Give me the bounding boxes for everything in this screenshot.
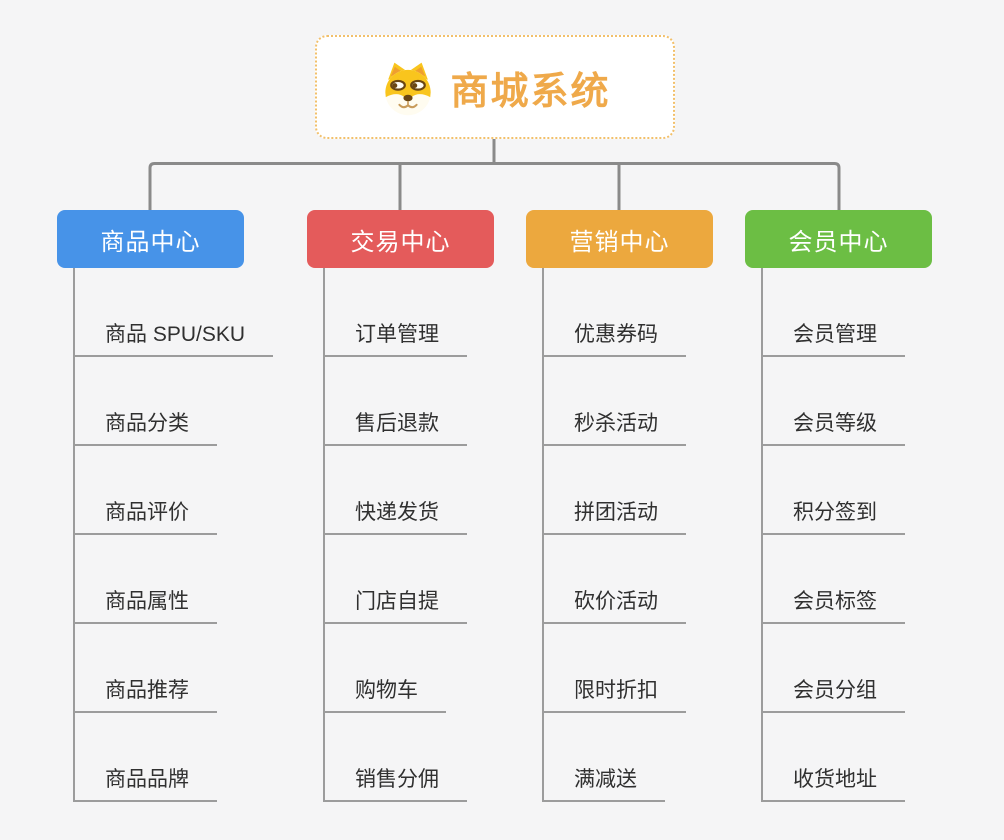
leaf-node[interactable]: 商品推荐 <box>73 674 217 713</box>
leaf-row: 优惠券码 <box>542 268 766 357</box>
leaf-row: 销售分佣 <box>323 713 547 802</box>
leaf-row: 商品属性 <box>73 535 297 624</box>
leaf-node[interactable]: 快递发货 <box>323 496 467 535</box>
leaf-node[interactable]: 商品属性 <box>73 585 217 624</box>
branch-header-marketing-center[interactable]: 营销中心 <box>526 210 713 268</box>
leaf-row: 商品分类 <box>73 357 297 446</box>
branch-trunk-line <box>761 268 763 800</box>
leaf-node[interactable]: 商品分类 <box>73 407 217 446</box>
leaf-row: 商品品牌 <box>73 713 297 802</box>
leaf-node[interactable]: 优惠券码 <box>542 318 686 357</box>
leaf-row: 会员等级 <box>761 357 985 446</box>
leaf-node[interactable]: 会员标签 <box>761 585 905 624</box>
leaf-node[interactable]: 购物车 <box>323 674 446 713</box>
leaf-row: 秒杀活动 <box>542 357 766 446</box>
branch-trunk-line <box>73 268 75 800</box>
branch-product-center: 商品中心 商品 SPU/SKU 商品分类 商品评价 商品属性 商品推荐 商品品牌 <box>57 210 297 802</box>
leaf-node[interactable]: 销售分佣 <box>323 763 467 802</box>
leaf-node[interactable]: 售后退款 <box>323 407 467 446</box>
leaf-node[interactable]: 商品品牌 <box>73 763 217 802</box>
leaf-node[interactable]: 订单管理 <box>323 318 467 357</box>
leaf-row: 商品 SPU/SKU <box>73 268 297 357</box>
leaf-row: 限时折扣 <box>542 624 766 713</box>
leaf-row: 积分签到 <box>761 446 985 535</box>
leaf-row: 收货地址 <box>761 713 985 802</box>
leaf-row: 门店自提 <box>323 535 547 624</box>
leaf-row: 订单管理 <box>323 268 547 357</box>
leaf-row: 拼团活动 <box>542 446 766 535</box>
leaf-row: 快递发货 <box>323 446 547 535</box>
leaf-node[interactable]: 会员管理 <box>761 318 905 357</box>
root-node[interactable]: 商城系统 <box>315 35 675 139</box>
leaf-node[interactable]: 商品 SPU/SKU <box>73 318 274 357</box>
leaf-row: 砍价活动 <box>542 535 766 624</box>
branch-marketing-center: 营销中心 优惠券码 秒杀活动 拼团活动 砍价活动 限时折扣 满减送 <box>526 210 766 802</box>
leaf-row: 满减送 <box>542 713 766 802</box>
leaf-node[interactable]: 砍价活动 <box>542 585 686 624</box>
leaf-node[interactable]: 秒杀活动 <box>542 407 686 446</box>
leaf-node[interactable]: 积分签到 <box>761 496 905 535</box>
leaf-node[interactable]: 门店自提 <box>323 585 467 624</box>
branch-header-product-center[interactable]: 商品中心 <box>57 210 244 268</box>
leaf-row: 售后退款 <box>323 357 547 446</box>
leaf-node[interactable]: 会员等级 <box>761 407 905 446</box>
branch-trunk-line <box>542 268 544 800</box>
leaf-node[interactable]: 商品评价 <box>73 496 217 535</box>
leaf-row: 商品推荐 <box>73 624 297 713</box>
bus-line <box>148 162 841 210</box>
leaf-node[interactable]: 拼团活动 <box>542 496 686 535</box>
branch-trade-center: 交易中心 订单管理 售后退款 快递发货 门店自提 购物车 销售分佣 <box>307 210 547 802</box>
branch-member-center: 会员中心 会员管理 会员等级 积分签到 会员标签 会员分组 收货地址 <box>745 210 985 802</box>
doge-dog-face-icon <box>385 62 432 116</box>
branch-trunk-line <box>323 268 325 800</box>
leaf-node[interactable]: 满减送 <box>542 763 665 802</box>
branch-header-member-center[interactable]: 会员中心 <box>745 210 932 268</box>
leaf-row: 会员分组 <box>761 624 985 713</box>
leaf-row: 会员管理 <box>761 268 985 357</box>
root-node-label: 商城系统 <box>450 70 611 113</box>
leaf-row: 购物车 <box>323 624 547 713</box>
leaf-row: 商品评价 <box>73 446 297 535</box>
leaf-node[interactable]: 收货地址 <box>761 763 905 802</box>
branch-header-trade-center[interactable]: 交易中心 <box>307 210 494 268</box>
leaf-node[interactable]: 限时折扣 <box>542 674 686 713</box>
leaf-row: 会员标签 <box>761 535 985 624</box>
leaf-node[interactable]: 会员分组 <box>761 674 905 713</box>
